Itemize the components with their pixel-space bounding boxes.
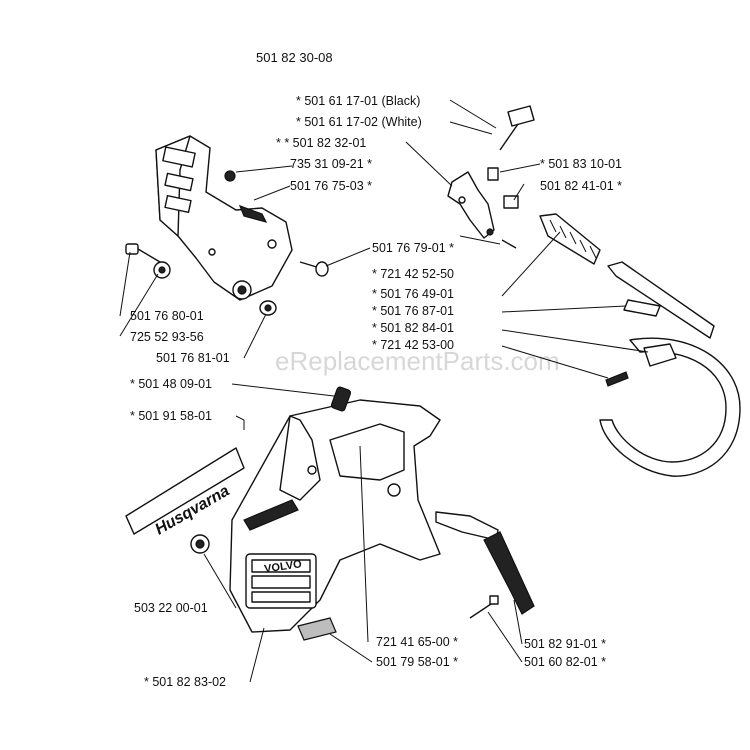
part-label-501-82-83-02: * 501 82 83-02 [144, 675, 226, 689]
part-label-501-60-82-01: 501 60 82-01 * [524, 655, 606, 669]
cover-nut [190, 534, 210, 554]
pivot-washer [153, 261, 171, 279]
part-label-501-48-09-01: * 501 48 09-01 [130, 377, 212, 391]
assembly-number: 501 82 30-08 [256, 50, 333, 65]
part-label-725-52-93-56: 725 52 93-56 [130, 330, 204, 344]
band-screw [605, 371, 629, 387]
part-label-501-82-91-01: 501 82 91-01 * [524, 637, 606, 651]
part-label-501-76-81-01: 501 76 81-01 [156, 351, 230, 365]
pivot-sleeve [259, 300, 277, 316]
part-label-501-82-32-01: * * 501 82 32-01 [276, 136, 366, 150]
cover-spring-pin [330, 386, 352, 412]
part-label-501-76-75-03: 501 76 75-03 * [290, 179, 372, 193]
part-label-501-79-58-01: 501 79 58-01 * [376, 655, 458, 669]
part-label-501-82-41-01: 501 82 41-01 * [540, 179, 622, 193]
decomp-knob [499, 105, 535, 151]
part-label-503-22-00-01: 503 22 00-01 [134, 601, 208, 615]
part-label-721-41-65-00: 721 41 65-00 * [376, 635, 458, 649]
brake-pin [299, 261, 329, 277]
part-label-501-76-87-01: * 501 76 87-01 [372, 304, 454, 318]
lever-screw [224, 170, 236, 182]
part-label-501-61-17-01: * 501 61 17-01 (Black) [296, 94, 420, 108]
brake-lever-bracket [155, 135, 293, 301]
brand-decal: Husqvarna [125, 447, 245, 539]
part-label-501-76-79-01: 501 76 79-01 * [372, 241, 454, 255]
latch-screw [487, 167, 519, 209]
handle-grip [483, 531, 535, 615]
part-label-735-31-09-21: 735 31 09-21 * [290, 157, 372, 171]
pivot-bolt [125, 243, 161, 263]
part-label-501-91-58-01: * 501 91 58-01 [130, 409, 212, 423]
handle-screw [469, 595, 499, 619]
part-label-721-42-52-50: * 721 42 52-50 [372, 267, 454, 281]
watermark: eReplacementParts.com [275, 346, 560, 376]
brake-spring [539, 213, 601, 265]
brake-rod [607, 261, 715, 339]
clutch-cover [229, 399, 441, 633]
brake-latch [447, 171, 495, 239]
band-anchor [643, 343, 677, 367]
band-clip [623, 299, 661, 317]
felling-spike [435, 511, 499, 541]
part-label-501-61-17-02: * 501 61 17-02 (White) [296, 115, 422, 129]
part-label-721-42-53-00: * 721 42 53-00 [372, 338, 454, 352]
chain-guide-plate [297, 617, 337, 641]
cover-badge: VOLVO [263, 558, 302, 575]
latch-pin [501, 239, 517, 249]
part-label-501-82-84-01: * 501 82 84-01 [372, 321, 454, 335]
leader-lines [119, 99, 649, 683]
brake-band [599, 337, 741, 477]
part-label-501-83-10-01: * 501 83 10-01 [540, 157, 622, 171]
part-label-501-76-80-01: 501 76 80-01 [130, 309, 204, 323]
part-label-501-76-49-01: * 501 76 49-01 [372, 287, 454, 301]
